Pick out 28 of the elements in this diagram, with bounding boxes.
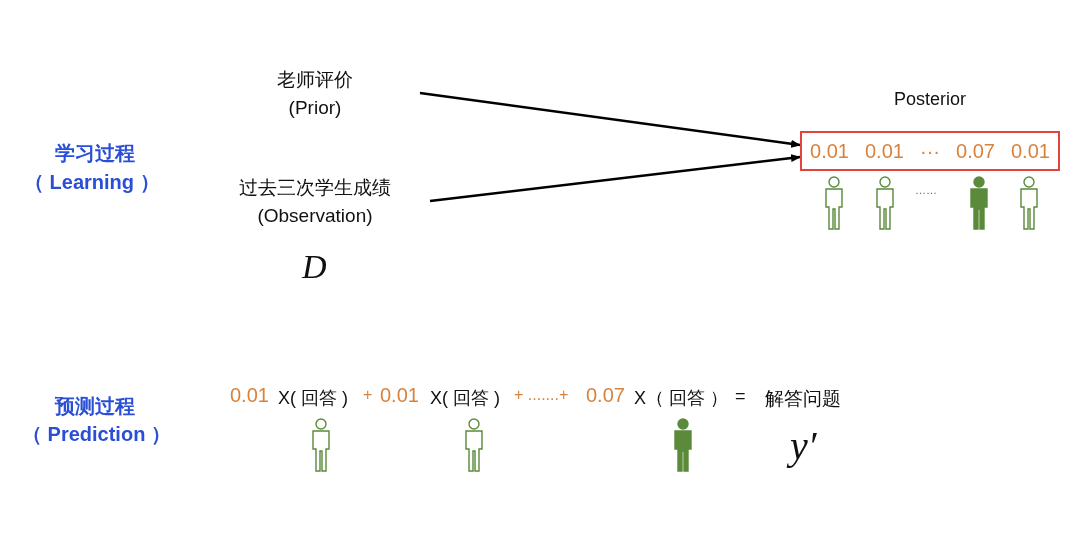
label-text: X（ 回答 ） [634,387,728,410]
probability-value: 0.01 [865,139,904,163]
arrow [429,154,801,203]
label-text: 0.01 [380,384,419,407]
posterior-heading: Posterior [893,89,967,110]
label-text: X( 回答 ) [430,387,500,410]
probability-value: ··· [920,139,940,163]
label-text: + .......+ [514,386,569,404]
probability-value: 0.07 [956,139,995,163]
label-text: …… [915,184,937,196]
probability-value: 0.01 [810,139,849,163]
label-text: 0.01 [230,384,269,407]
arrow [419,91,801,148]
probability-value: 0.01 [1011,139,1050,163]
label-text: 解答问题 [765,387,841,411]
node-text: 过去三次学生成绩 [239,176,391,200]
label-text: 预测过程 [55,394,135,419]
label-text: = [735,386,746,407]
label-text: （ Prediction ） [22,422,171,447]
label-text: 0.07 [586,384,625,407]
label-text: X( 回答 ) [278,387,348,410]
node-text: (Prior) [288,96,342,120]
node-text: 老师评价 [277,68,353,92]
label-text: D [302,248,327,286]
label-text: （ Learning ） [24,170,160,195]
label-text: + [363,386,373,404]
label-text: 学习过程 [55,141,135,166]
node-text: (Observation) [257,204,373,228]
